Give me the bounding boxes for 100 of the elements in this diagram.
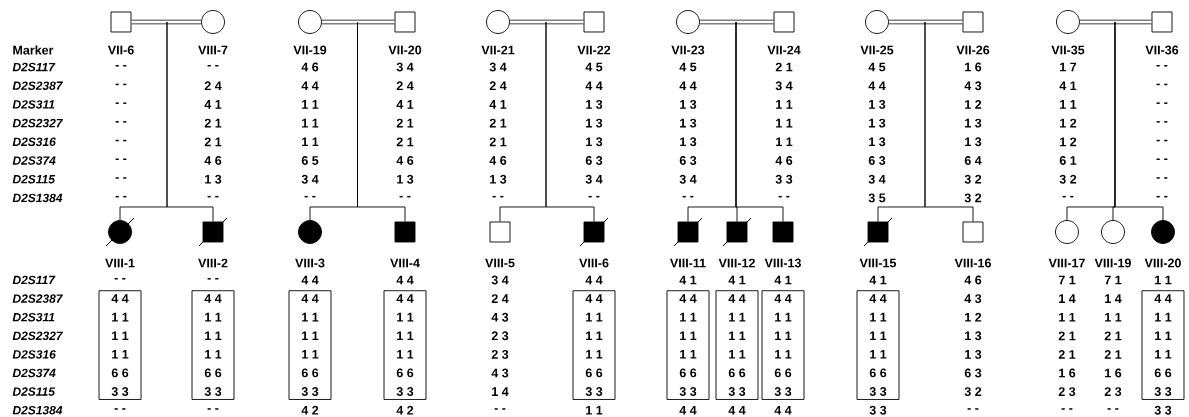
- genotype: 4 6: [301, 62, 319, 72]
- genotype: 1 3: [869, 118, 886, 128]
- genotype: 2 1: [396, 137, 414, 147]
- genotype: 1 6: [1105, 368, 1122, 378]
- genotype: - -: [1062, 195, 1074, 198]
- genotype: 2 1: [204, 118, 222, 128]
- individual-id: VII-19: [293, 45, 327, 55]
- genotype: - -: [682, 195, 694, 198]
- genotype: 4 4: [585, 81, 603, 90]
- genotype: 3 3: [775, 174, 793, 184]
- marker-name: D2S115: [12, 174, 56, 184]
- genotype: 2 4: [491, 294, 509, 303]
- genotype: 1 1: [776, 100, 793, 109]
- genotype: 1 3: [680, 137, 697, 147]
- genotype: 6 5: [301, 156, 319, 165]
- genotype: 6 3: [964, 368, 982, 378]
- genotype: - -: [115, 83, 127, 86]
- genotype: 4 6: [489, 156, 507, 165]
- genotype: 4 4: [679, 405, 697, 415]
- genotype: 1 4: [492, 387, 509, 396]
- genotype: 6 1: [1059, 156, 1077, 165]
- genotype: 4 4: [585, 275, 603, 285]
- marker-name: D2S374: [12, 156, 56, 165]
- marriage-line: [131, 19, 202, 25]
- genotype: 4 1: [489, 100, 507, 109]
- haplotype-box: 4 4 1 1 1 1 1 1 6 6 3 3: [715, 290, 759, 400]
- genotype: - -: [588, 195, 600, 198]
- marker-name: D2S115: [12, 387, 56, 396]
- individual-id: VII-36: [1145, 45, 1179, 55]
- genotype: - -: [115, 195, 127, 198]
- marriage-line: [321, 19, 395, 25]
- genotype: 2 4: [204, 81, 222, 91]
- marker-name: D2S2387: [12, 81, 63, 90]
- descent-line: [166, 21, 214, 222]
- individual-id: VII-22: [577, 45, 611, 55]
- individual-id: VIII-11: [670, 258, 706, 268]
- genotype: 1 3: [965, 118, 982, 128]
- genotype: 2 1: [1104, 350, 1122, 359]
- genotype: - -: [1156, 102, 1168, 104]
- genotype: - -: [115, 102, 127, 104]
- genotype: 4 5: [585, 62, 603, 72]
- genotype: 4 6: [204, 156, 222, 165]
- genotype: 7 1: [1104, 275, 1122, 285]
- haplotype-box: 4 4 1 1 1 1 1 1 6 6 3 3: [98, 290, 142, 400]
- genotype: 4 4: [301, 81, 319, 90]
- genotype: - -: [1061, 408, 1073, 410]
- genotype: 1 3: [965, 349, 982, 359]
- genotype: 1 3: [869, 99, 886, 109]
- individual-id: VII-26: [956, 45, 990, 55]
- genotype: 4 6: [396, 156, 414, 165]
- marriage-line: [1079, 19, 1152, 25]
- individual-id: VIII-1: [105, 258, 135, 268]
- individual-id: VIII-19: [1094, 258, 1131, 268]
- genotype: 4 1: [774, 275, 792, 285]
- individual-id: VII-23: [671, 45, 705, 55]
- genotype: 1 3: [490, 174, 507, 184]
- individual-id: VII-20: [388, 45, 422, 55]
- genotype: 1 3: [397, 174, 414, 184]
- marker-name: D2S1384: [12, 405, 63, 415]
- individual-id: VII-21: [481, 45, 515, 55]
- genotype: - -: [1107, 408, 1119, 410]
- individual-id: VIII-12: [718, 258, 755, 268]
- genotype: 1 3: [586, 118, 603, 128]
- individual-id: VIII-16: [954, 258, 991, 268]
- genotype: 4 3: [964, 294, 982, 304]
- genotype: - -: [207, 65, 219, 67]
- genotype: - -: [1156, 121, 1168, 123]
- individual-id: VIII-20: [1144, 258, 1181, 268]
- genotype: 2 1: [1058, 350, 1076, 359]
- genotype: 2 1: [489, 137, 507, 147]
- individual-id: VII-6: [107, 45, 134, 55]
- individual-id: VIII-7: [198, 45, 228, 55]
- genotype: 3 4: [679, 174, 697, 184]
- genotype: 4 4: [868, 81, 886, 90]
- genotype: 1 2: [965, 312, 982, 322]
- genotype: - -: [494, 408, 506, 410]
- genotype: - -: [1156, 65, 1168, 67]
- genotype: 4 4: [301, 275, 319, 285]
- descent-line: [357, 21, 406, 222]
- genotype: - -: [207, 278, 219, 280]
- genotype: - -: [492, 195, 504, 198]
- descent-line: [735, 21, 784, 222]
- marker-name: D2S2327: [12, 331, 63, 341]
- individual-id: VIII-6: [579, 258, 609, 268]
- haplotype-box: 4 4 1 1 1 1 1 1 6 6 3 3: [761, 290, 805, 400]
- genotype: - -: [967, 408, 979, 410]
- genotype: - -: [115, 177, 127, 179]
- genotype: 6 4: [964, 156, 982, 165]
- marriage-line: [888, 19, 963, 25]
- genotype: 3 2: [964, 193, 982, 203]
- genotype: 3 4: [491, 275, 509, 285]
- genotype: - -: [1156, 195, 1168, 198]
- genotype: 3 4: [585, 174, 603, 184]
- genotype: 1 1: [302, 100, 319, 109]
- marker-name: D2S374: [12, 368, 56, 378]
- genotype: - -: [114, 278, 126, 280]
- genotype: 4 4: [396, 275, 414, 285]
- genotype: 4 6: [775, 156, 793, 165]
- genotype: - -: [1156, 139, 1168, 142]
- genotype: 1 4: [1059, 294, 1076, 303]
